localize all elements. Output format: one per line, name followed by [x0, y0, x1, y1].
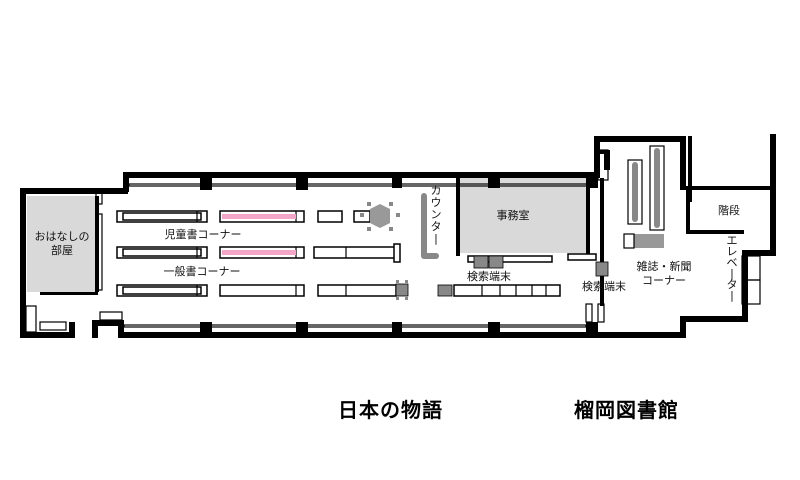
- caption-library: 榴岡図書館: [574, 398, 679, 422]
- elevator-label: エレベ|タ|: [727, 234, 738, 302]
- children-shelves-highlight: [222, 214, 296, 255]
- office-room[interactable]: [460, 177, 590, 253]
- stairs-label: 階段: [718, 203, 740, 217]
- children-corner-label: 児童書コーナー: [165, 227, 242, 241]
- search-terminals[interactable]: [395, 255, 609, 297]
- magazine-desk: [634, 234, 664, 248]
- annex-walls: [600, 136, 692, 306]
- outer-walls: [20, 134, 776, 338]
- office-label: 事務室: [497, 208, 530, 222]
- counter-desk[interactable]: [421, 193, 439, 259]
- search-terminal-label-1: 検索端末: [467, 269, 511, 283]
- search-terminal-label-2: 検索端末: [582, 279, 626, 293]
- terminal-chairs: [396, 280, 408, 300]
- reading-table: [360, 202, 400, 231]
- story-room[interactable]: [27, 196, 95, 292]
- story-room-label: おはなしの部屋: [35, 230, 90, 257]
- counter-label: カウンタ|: [431, 184, 442, 245]
- caption-title: 日本の物語: [338, 398, 443, 422]
- general-corner-label: 一般書コーナー: [164, 264, 241, 278]
- magazine-shelves: [632, 148, 660, 228]
- magazine-corner-label: 雑誌・新聞コーナー: [637, 259, 692, 287]
